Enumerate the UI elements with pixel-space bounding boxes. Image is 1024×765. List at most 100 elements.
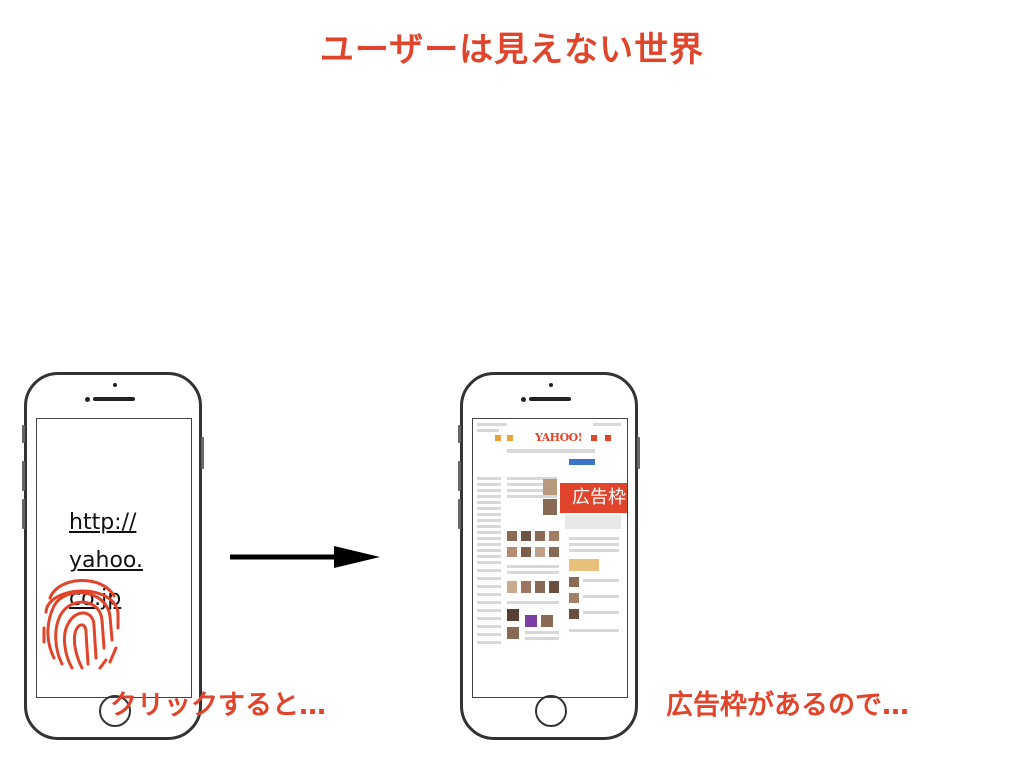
site-header-line xyxy=(593,423,621,426)
camera-icon xyxy=(549,383,553,387)
news-thumbnail xyxy=(535,547,545,557)
sidebar-line xyxy=(477,609,501,612)
news-thumbnail xyxy=(521,547,531,557)
url-line-1: http:// xyxy=(69,510,137,535)
site-logo: YAHOO! xyxy=(535,431,583,444)
sidebar-line xyxy=(477,525,501,528)
fingerprint-icon xyxy=(42,579,120,670)
news-thumbnail xyxy=(549,531,559,541)
news-thumbnail xyxy=(549,547,559,557)
news-line xyxy=(507,571,559,574)
sidebar-line xyxy=(477,513,501,516)
right-column-line xyxy=(569,629,619,632)
search-button xyxy=(569,459,595,465)
sidebar-line xyxy=(477,483,501,486)
news-thumbnail xyxy=(535,531,545,541)
left-caption: クリックすると… xyxy=(110,690,326,721)
right-column-line xyxy=(583,579,619,582)
right-column-thumbnail xyxy=(569,593,579,603)
news-thumbnail xyxy=(507,547,517,557)
news-line xyxy=(507,565,559,568)
sidebar-line xyxy=(477,501,501,504)
sidebar-line xyxy=(477,549,501,552)
service-icon xyxy=(591,435,597,441)
news-thumbnail xyxy=(535,581,545,593)
news-line xyxy=(507,601,559,604)
phone-right-screen: YAHOO! xyxy=(472,418,628,698)
power-button xyxy=(201,437,204,469)
speaker-grille xyxy=(93,397,135,401)
site-header-line xyxy=(477,429,499,432)
home-button xyxy=(535,695,567,727)
sidebar-line xyxy=(477,489,501,492)
sidebar-line xyxy=(477,585,501,588)
news-line xyxy=(525,631,559,634)
ad-area xyxy=(565,515,621,529)
speaker-grille xyxy=(529,397,571,401)
mute-switch xyxy=(22,425,25,443)
news-thumbnail xyxy=(521,581,531,593)
power-button xyxy=(637,437,640,469)
sidebar-line xyxy=(477,537,501,540)
right-column-line xyxy=(569,537,619,540)
sidebar-line xyxy=(477,641,501,644)
sidebar-line xyxy=(477,561,501,564)
right-column-thumbnail xyxy=(569,577,579,587)
sidebar-line xyxy=(477,477,501,480)
url-line-2: yahoo. xyxy=(69,548,143,573)
right-column-thumbnail xyxy=(569,609,579,619)
news-thumbnail xyxy=(507,531,517,541)
right-column-line xyxy=(583,611,619,614)
right-arrow-icon xyxy=(230,546,380,568)
sensor-dot xyxy=(85,397,90,402)
sidebar-line xyxy=(477,531,501,534)
volume-down-button xyxy=(22,499,25,529)
service-icon xyxy=(507,435,513,441)
nav-tabs xyxy=(507,449,595,453)
ad-slot-label: 広告枠 xyxy=(560,483,627,513)
sidebar-line xyxy=(477,601,501,604)
right-column-line xyxy=(583,595,619,598)
news-thumbnail xyxy=(521,531,531,541)
right-column-image xyxy=(569,559,599,571)
news-thumbnail xyxy=(541,615,553,627)
volume-down-button xyxy=(458,499,461,529)
news-line xyxy=(507,483,557,486)
sidebar-line xyxy=(477,507,501,510)
mute-switch xyxy=(458,425,461,443)
news-line xyxy=(507,489,557,492)
site-header-line xyxy=(477,423,507,426)
news-thumbnail xyxy=(507,609,519,621)
news-thumbnail xyxy=(507,627,519,639)
right-column-line xyxy=(569,543,619,546)
news-thumbnail xyxy=(543,479,557,495)
volume-up-button xyxy=(458,461,461,491)
sidebar-line xyxy=(477,593,501,596)
news-thumbnail xyxy=(507,581,517,593)
sidebar-line xyxy=(477,519,501,522)
news-line xyxy=(507,477,557,480)
news-thumbnail xyxy=(543,499,557,515)
service-icon xyxy=(605,435,611,441)
news-thumbnail xyxy=(525,615,537,627)
diagram-title: ユーザーは見えない世界 xyxy=(319,30,705,70)
url-link[interactable]: http:// yahoo. co.jp xyxy=(69,504,179,618)
sidebar-line xyxy=(477,625,501,628)
sidebar-line xyxy=(477,617,501,620)
news-line xyxy=(507,495,557,498)
news-thumbnail xyxy=(549,581,559,593)
right-column-line xyxy=(569,549,619,552)
phone-right: YAHOO! xyxy=(458,372,640,740)
sidebar-line xyxy=(477,633,501,636)
right-caption: 広告枠があるので… xyxy=(666,690,909,721)
sensor-dot xyxy=(521,397,526,402)
home-button xyxy=(99,695,131,727)
sidebar-line xyxy=(477,577,501,580)
news-line xyxy=(525,637,559,640)
sidebar-line xyxy=(477,569,501,572)
volume-up-button xyxy=(22,461,25,491)
service-icon xyxy=(495,435,501,441)
sidebar-line xyxy=(477,555,501,558)
camera-icon xyxy=(113,383,117,387)
sidebar-line xyxy=(477,495,501,498)
